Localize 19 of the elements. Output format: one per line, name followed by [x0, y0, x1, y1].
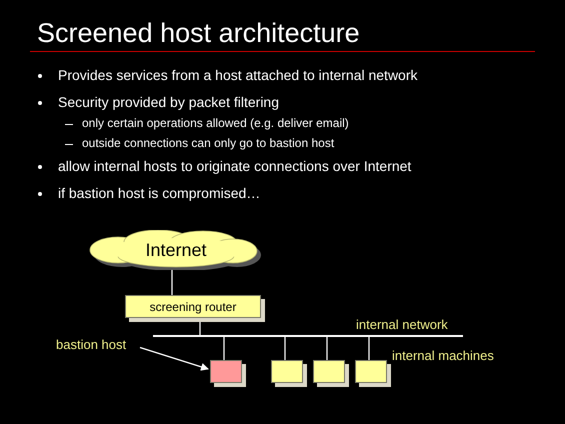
connector-line	[171, 270, 173, 295]
cloud-label: Internet	[145, 240, 207, 260]
title: Screened host architecture	[37, 17, 360, 49]
arrow	[140, 346, 209, 371]
callout-label: bastion host	[56, 337, 140, 354]
bullet-text: only certain operations allowed (e.g. deliver email)	[82, 115, 349, 131]
network-line	[153, 335, 463, 337]
network-label: internal machines	[392, 348, 494, 364]
connector-line	[326, 337, 328, 360]
router-label: screening router	[150, 300, 236, 314]
network-label: internal network	[356, 317, 448, 333]
bullet-text: Security provided by packet filtering	[58, 93, 279, 111]
connector-line	[223, 337, 225, 360]
bullet-text: if bastion host is compromised…	[58, 184, 260, 202]
connector-line	[284, 337, 286, 360]
bullet-text: Provides services from a host attached to internal network	[58, 66, 418, 84]
bullet-text: allow internal hosts to originate connections over Internet	[58, 157, 412, 175]
connector-line	[368, 337, 370, 360]
bullet-text: outside connections can only go to bastion host	[82, 135, 334, 151]
